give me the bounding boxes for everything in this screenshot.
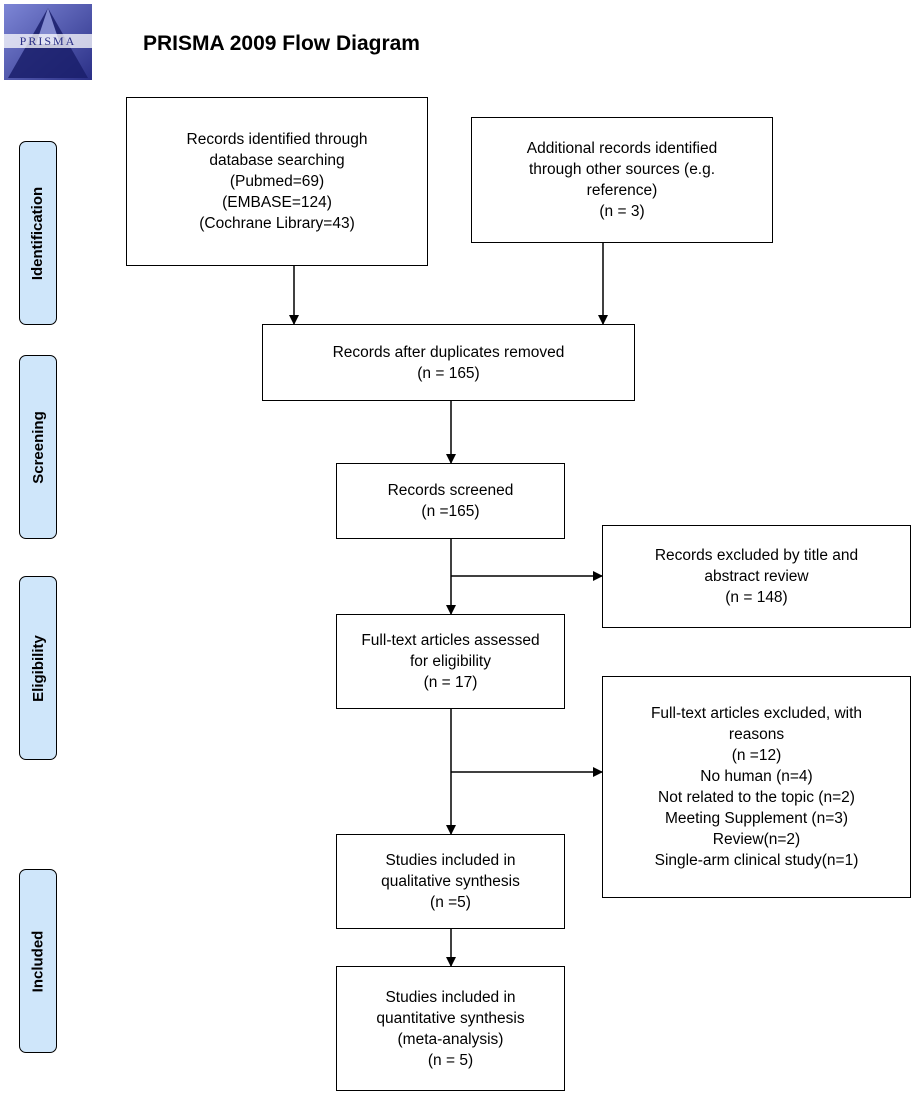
box-line: qualitative synthesis	[381, 873, 520, 890]
box-line: Records identified through	[186, 131, 368, 148]
box-line: for eligibility	[410, 653, 491, 670]
box-line: (n =12)	[731, 747, 782, 764]
box-fulltext-excluded: Full-text articles excluded, with reason…	[602, 676, 911, 898]
box-line: (n =5)	[430, 894, 471, 911]
box-line: (n = 3)	[599, 203, 645, 220]
box-line: Records screened	[387, 482, 514, 499]
box-line: (n = 5)	[427, 1051, 474, 1069]
box-line: quantitative synthesis	[376, 1009, 525, 1027]
box-db-search: Records identified through database sear…	[126, 97, 428, 266]
box-line: (Cochrane Library=43)	[199, 215, 355, 232]
box-line: (n =165)	[421, 503, 480, 520]
logo-text: PRISMA	[20, 34, 77, 48]
box-line: (EMBASE=124)	[222, 194, 332, 211]
box-line: Full-text articles excluded, with	[650, 705, 863, 722]
box-line: Additional records identified	[526, 140, 718, 157]
box-line: (Pubmed=69)	[229, 173, 325, 190]
box-other-sources: Additional records identified through ot…	[471, 117, 773, 243]
box-line: No human (n=4)	[700, 768, 813, 785]
box-line: Records excluded by title and	[654, 547, 859, 564]
box-records-excluded: Records excluded by title and abstract r…	[602, 525, 911, 628]
box-duplicates-removed: Records after duplicates removed (n = 16…	[262, 324, 635, 401]
box-line: Studies included in	[385, 852, 516, 869]
box-qualitative-synthesis: Studies included in qualitative synthesi…	[336, 834, 565, 929]
box-line: abstract review	[704, 568, 809, 585]
box-line: (n = 165)	[417, 364, 480, 382]
box-line: (n = 148)	[725, 589, 788, 606]
box-line: (meta-analysis)	[397, 1030, 504, 1048]
box-line: reference)	[586, 182, 658, 199]
stage-identification: Identification	[19, 141, 57, 325]
page-title: PRISMA 2009 Flow Diagram	[143, 32, 420, 55]
box-line: Studies included in	[385, 988, 516, 1006]
box-line: through other sources (e.g.	[528, 161, 716, 178]
box-line: reasons	[728, 726, 785, 743]
prisma-logo: PRISMA	[0, 0, 96, 84]
box-quantitative-synthesis: Studies included in quantitative synthes…	[336, 966, 565, 1091]
box-line: Meeting Supplement (n=3)	[664, 810, 849, 827]
box-line: database searching	[209, 152, 345, 169]
box-line: Review(n=2)	[712, 831, 801, 848]
stage-screening: Screening	[19, 355, 57, 539]
stage-included: Included	[19, 869, 57, 1053]
stage-eligibility: Eligibility	[19, 576, 57, 760]
box-line: Not related to the topic (n=2)	[658, 789, 855, 806]
box-records-screened: Records screened (n =165)	[336, 463, 565, 539]
box-line: Records after duplicates removed	[332, 343, 565, 361]
box-line: Single-arm clinical study(n=1)	[654, 852, 859, 869]
box-line: (n = 17)	[423, 674, 478, 691]
box-fulltext-assessed: Full-text articles assessed for eligibil…	[336, 614, 565, 709]
box-line: Full-text articles assessed	[361, 632, 540, 649]
